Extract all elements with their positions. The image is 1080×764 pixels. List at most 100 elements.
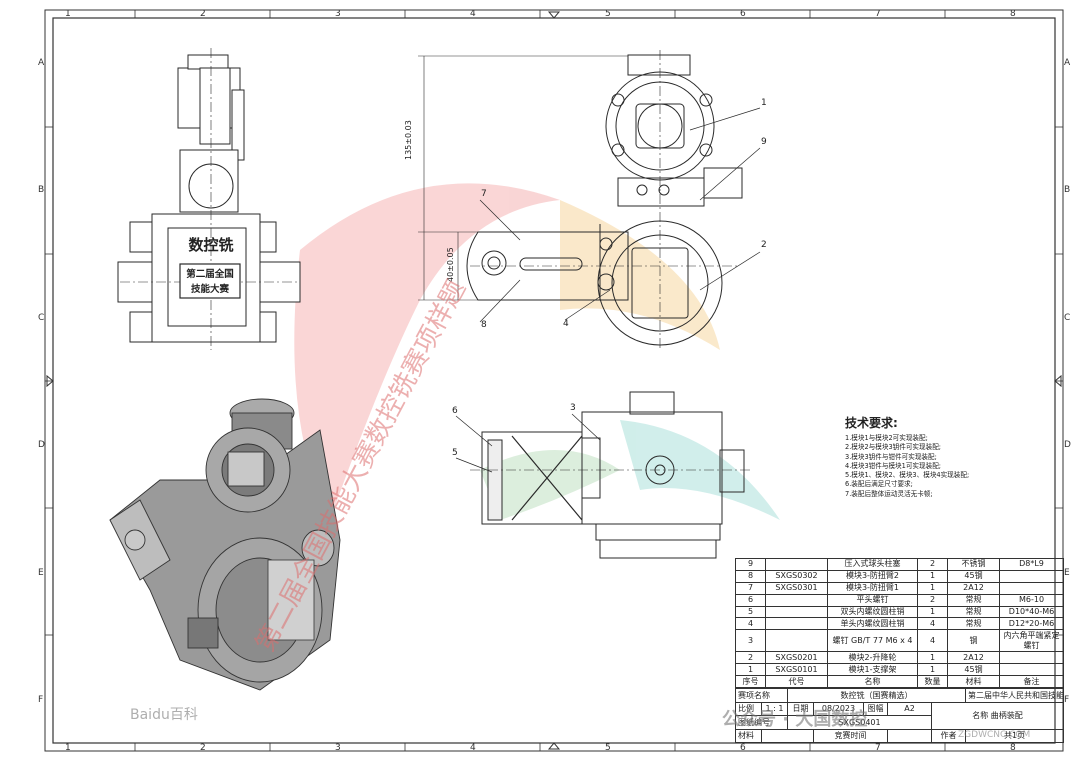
col-label-bottom: 7	[875, 743, 881, 753]
table-cell: 45钢	[947, 569, 1000, 583]
author-value: 共1页	[965, 728, 1065, 743]
balloon-9: 9	[761, 137, 767, 147]
table-cell: 4	[735, 617, 766, 631]
table-cell: 2A12	[947, 651, 1000, 665]
event-value: 数控铣（国赛精选）	[786, 688, 967, 703]
title-block: 赛项名称 数控铣（国赛精选） 第二届中华人民共和国技能大赛 比例 1 : 1 日…	[735, 688, 1065, 743]
table-cell: 4	[917, 629, 948, 653]
table-cell: 模块3-防扭臂2	[827, 569, 918, 583]
part-label-main: 数控铣	[188, 236, 234, 254]
balloon-4: 4	[563, 319, 569, 329]
table-cell: 名称	[827, 675, 918, 689]
table-cell: 5	[735, 605, 766, 619]
col-label-bottom: 8	[1010, 743, 1016, 753]
col-label: 6	[740, 9, 746, 19]
col-label: 2	[200, 9, 206, 19]
balloon-2: 2	[761, 240, 767, 250]
table-cell: 常规	[947, 605, 1000, 619]
tech-item: 7.装配后整体运动灵活无卡顿;	[845, 489, 933, 498]
table-cell: 代号	[765, 675, 828, 689]
row-label: C	[38, 313, 45, 323]
table-cell: 1	[917, 581, 948, 595]
col-label-bottom: 2	[200, 743, 206, 753]
row-label: F	[38, 695, 44, 705]
name-label: 名称	[972, 711, 989, 720]
table-cell: 平头螺钉	[827, 593, 918, 607]
material-label: 材料	[735, 728, 762, 743]
col-label-bottom: 1	[65, 743, 71, 753]
row-label-right: C	[1064, 313, 1071, 323]
table-cell	[765, 629, 828, 653]
section-view	[470, 391, 750, 559]
table-cell: D8*L9	[999, 558, 1064, 571]
isometric-view	[109, 398, 341, 691]
table-cell	[765, 593, 828, 607]
watermark-site: ZGDWCNC.COM	[958, 730, 1031, 740]
row-label: D	[38, 440, 45, 450]
row-label-right: B	[1064, 185, 1071, 195]
name-value: 曲柄装配	[990, 711, 1023, 720]
table-cell: 8	[735, 569, 766, 583]
table-cell: 6	[735, 593, 766, 607]
sheet-value: A2	[887, 701, 932, 716]
row-label: E	[38, 568, 44, 578]
col-label-bottom: 4	[470, 743, 476, 753]
front-view	[117, 48, 301, 350]
col-label: 8	[1010, 9, 1016, 19]
dim-total-height: 135±0.03	[404, 120, 413, 160]
table-cell: 2A12	[947, 581, 1000, 595]
table-cell: 3	[735, 629, 766, 653]
table-cell: 7	[735, 581, 766, 595]
tech-item: 4.模块3钳件与模块1可实现装配;	[845, 461, 942, 470]
col-label-bottom: 5	[605, 743, 611, 753]
row-label-right: A	[1064, 58, 1071, 68]
table-cell	[999, 581, 1064, 595]
col-label: 5	[605, 9, 611, 19]
author-label: 作者	[930, 728, 967, 743]
balloon-3: 3	[570, 403, 576, 413]
balloon-5: 5	[452, 448, 458, 458]
table-row: 材料 竞赛时间 作者 共1页	[735, 728, 1065, 743]
table-cell	[887, 728, 932, 743]
table-cell: 模块3-防扭臂1	[827, 581, 918, 595]
part-label-sub2: 技能大赛	[190, 284, 229, 295]
table-cell: 1	[917, 663, 948, 677]
table-cell: 双头内螺纹圆柱销	[827, 605, 918, 619]
table-cell: 常规	[947, 593, 1000, 607]
table-cell: 序号	[735, 675, 766, 689]
table-cell: D12*20-M6	[999, 617, 1064, 631]
row-label-right: D	[1064, 440, 1071, 450]
table-row: 赛项名称 数控铣（国赛精选） 第二届中华人民共和国技能大赛	[735, 688, 1065, 703]
table-cell: SXGS0302	[765, 569, 828, 583]
tech-item: 6.装配后满足尺寸要求;	[845, 480, 913, 489]
table-cell	[765, 605, 828, 619]
table-cell: 4	[917, 617, 948, 631]
row-label-right: F	[1064, 695, 1070, 705]
balloon-1: 1	[761, 98, 767, 108]
tech-item: 5.模块1、模块2、模块3、模块4实现装配;	[845, 471, 970, 480]
part-label-sub1: 第二届全国	[186, 269, 234, 280]
organizer: 第二届中华人民共和国技能大赛	[965, 688, 1065, 703]
col-label: 1	[65, 9, 71, 19]
tech-title: 技术要求:	[845, 416, 898, 430]
tech-item: 2.模块2与模块3钥件可实现装配;	[845, 443, 942, 452]
col-label: 7	[875, 9, 881, 19]
balloon-8: 8	[481, 320, 487, 330]
table-cell: 1	[917, 569, 948, 583]
table-cell: SXGS0201	[765, 651, 828, 665]
bom-header: 序号代号名称数量材料备注	[735, 675, 1064, 689]
table-cell: 2	[917, 558, 948, 571]
table-cell: M6-10	[999, 593, 1064, 607]
table-cell: 内六角平端紧定螺钉	[999, 629, 1064, 653]
col-label: 3	[335, 9, 341, 19]
